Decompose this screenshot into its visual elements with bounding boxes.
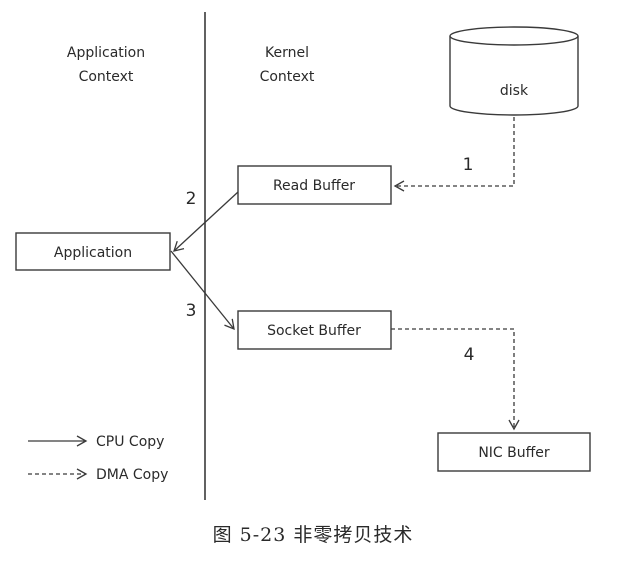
kernel-context-label-line2: Context <box>260 69 315 85</box>
step-4-label: 4 <box>464 345 475 365</box>
socket-buffer-box: Socket Buffer <box>237 310 392 350</box>
read-buffer-box: Read Buffer <box>237 165 392 205</box>
legend: CPU Copy DMA Copy <box>28 434 168 483</box>
cpu-copy-arrow-read-buffer-to-application <box>173 191 239 252</box>
nic-buffer-label: NIC Buffer <box>478 445 550 461</box>
disk-cylinder: disk <box>449 26 579 116</box>
kernel-context-label-line1: Kernel <box>265 45 309 61</box>
dma-copy-arrow-disk-to-read-buffer <box>393 117 515 192</box>
application-box: Application <box>15 232 171 271</box>
step-3-label: 3 <box>186 301 197 321</box>
step-1-label: 1 <box>463 155 474 175</box>
legend-dma-copy-label: DMA Copy <box>96 467 168 483</box>
cpu-copy-arrow-application-to-socket-buffer <box>170 250 235 331</box>
application-context-label-line1: Application <box>67 45 145 61</box>
figure-caption: 图 5-23 非零拷贝技术 <box>212 524 414 546</box>
zero-copy-diagram: Application Context Kernel Context disk … <box>15 12 591 500</box>
application-context-label-line2: Context <box>79 69 134 85</box>
read-buffer-label: Read Buffer <box>273 178 355 194</box>
application-label: Application <box>54 245 132 261</box>
step-2-label: 2 <box>186 189 197 209</box>
legend-cpu-copy-label: CPU Copy <box>96 434 164 450</box>
nic-buffer-box: NIC Buffer <box>437 432 591 472</box>
socket-buffer-label: Socket Buffer <box>267 323 361 339</box>
dma-copy-arrow-socket-to-nic-buffer <box>391 328 520 431</box>
disk-label: disk <box>500 83 529 99</box>
